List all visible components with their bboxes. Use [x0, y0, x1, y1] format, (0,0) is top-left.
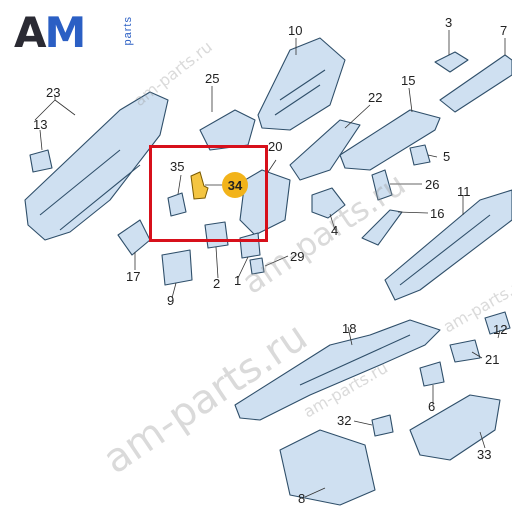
callout-35[interactable]: 35	[170, 159, 185, 174]
part-21	[371, 414, 394, 437]
part-33	[409, 394, 501, 461]
part-29	[249, 257, 265, 275]
callout-10[interactable]: 10	[288, 23, 303, 38]
part-23	[289, 119, 361, 181]
callout-21[interactable]: 32	[337, 413, 352, 428]
callout-29[interactable]: 29	[290, 249, 305, 264]
callout-2[interactable]: 2	[213, 276, 221, 291]
part-26	[371, 169, 393, 201]
callout-22[interactable]: 21	[485, 352, 500, 367]
callout-15[interactable]: 15	[401, 73, 416, 88]
part-10-bracket	[257, 37, 346, 131]
callout-5[interactable]: 5	[443, 149, 451, 164]
highlight-badge-34[interactable]: 34	[222, 172, 248, 198]
part-8	[279, 429, 376, 506]
callout-12[interactable]: 12	[493, 322, 508, 337]
part-17	[117, 219, 151, 256]
callout-1[interactable]: 1	[234, 273, 242, 288]
callout-8[interactable]: 8	[298, 491, 306, 506]
part-5	[409, 144, 431, 166]
callout-26[interactable]: 26	[425, 177, 440, 192]
part-16	[361, 209, 403, 246]
part-3	[434, 51, 469, 73]
callout-25[interactable]: 25	[205, 71, 220, 86]
part-11-rail	[384, 189, 512, 301]
part-7-rail	[439, 54, 512, 113]
part-12	[484, 311, 511, 335]
callout-18[interactable]: 18	[342, 321, 357, 336]
part-34-highlighted	[190, 171, 209, 200]
part-35	[167, 192, 187, 217]
part-4	[311, 187, 346, 219]
part-32-rail	[24, 91, 169, 241]
part-25	[199, 109, 256, 151]
part-6	[419, 361, 445, 387]
part-15	[339, 109, 441, 171]
callout-32[interactable]: 23	[46, 85, 61, 100]
callout-13[interactable]: 13	[33, 117, 48, 132]
callout-17[interactable]: 17	[126, 269, 141, 284]
highlight-box	[149, 145, 268, 242]
callout-6[interactable]: 6	[428, 399, 436, 414]
callout-9[interactable]: 9	[167, 293, 175, 308]
part-13-plate	[29, 149, 53, 173]
am-parts-logo: AM parts	[14, 10, 144, 56]
callout-4[interactable]: 4	[331, 223, 339, 238]
part-9	[161, 249, 193, 286]
part-22	[449, 339, 481, 363]
callout-20[interactable]: 20	[268, 139, 283, 154]
logo-mark: AM	[14, 8, 86, 57]
callout-23[interactable]: 22	[368, 90, 383, 105]
callout-33[interactable]: 33	[477, 447, 492, 462]
callout-3[interactable]: 3	[445, 15, 453, 30]
callout-7[interactable]: 7	[500, 23, 508, 38]
callout-16[interactable]: 16	[430, 206, 445, 221]
callout-11[interactable]: 11	[457, 184, 471, 199]
